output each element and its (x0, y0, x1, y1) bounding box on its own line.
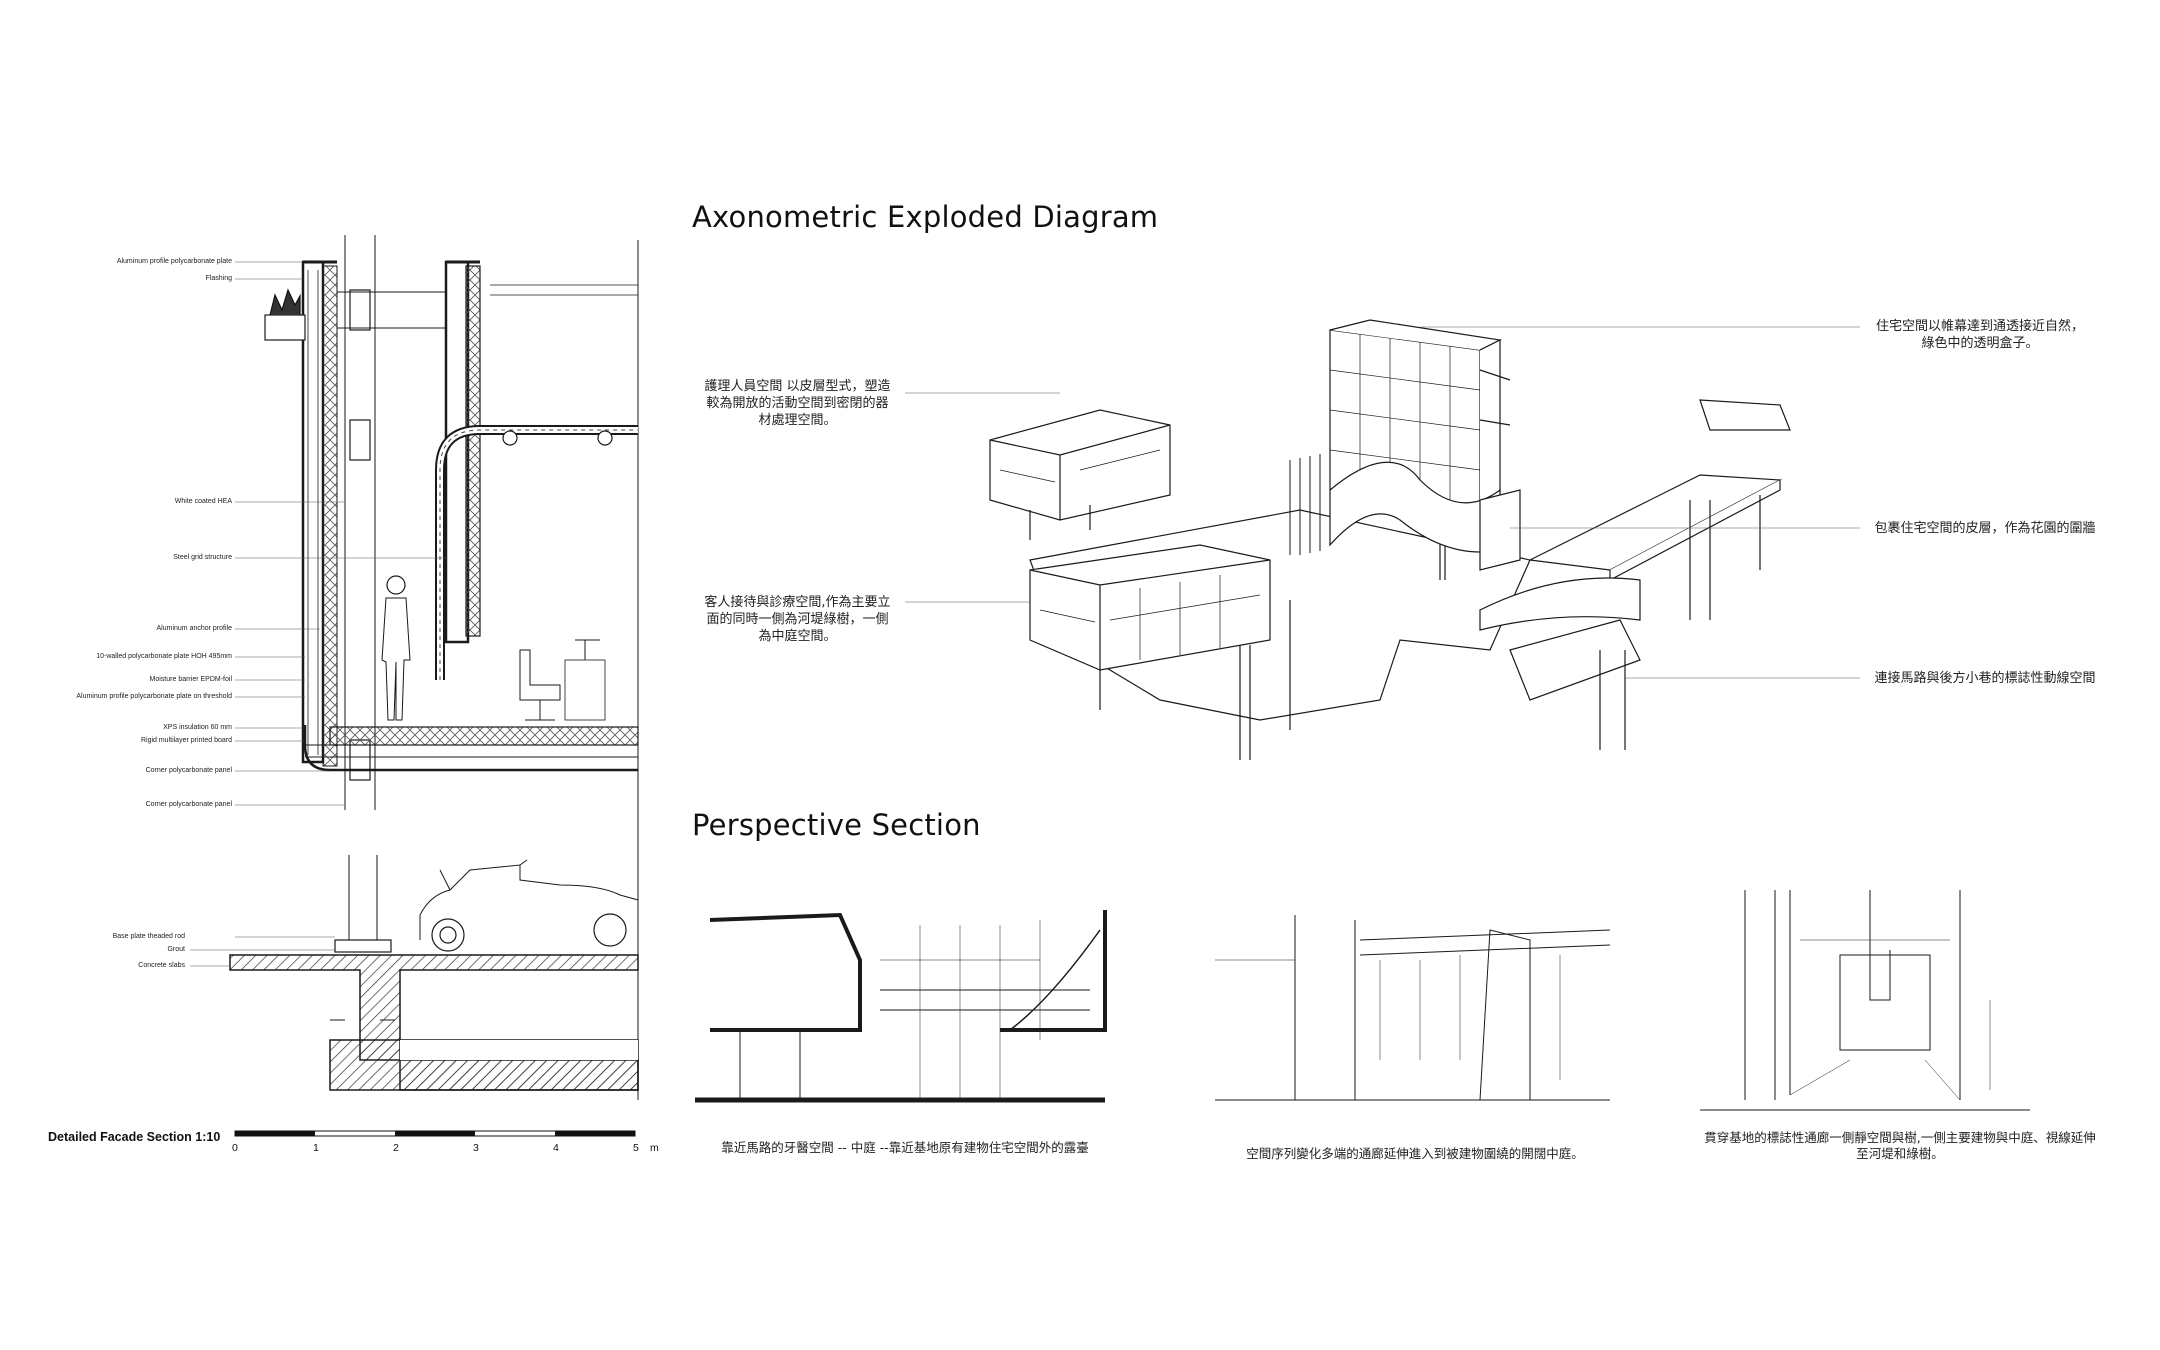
annotation-skin: 包裹住宅空間的皮層，作為花園的圍牆 (1874, 521, 2096, 536)
perspective-section-1 (695, 910, 1107, 1103)
facade-label: XPS insulation 60 mm (163, 724, 232, 731)
facade-label: Aluminum profile polycarbonate plate on … (76, 693, 232, 700)
facade-label: White coated HEA (174, 498, 232, 505)
perspective-section-2 (1215, 915, 1611, 1101)
scale-tick: 5 (633, 1142, 639, 1154)
scale-tick: 0 (232, 1142, 238, 1154)
facade-label: Aluminum profile polycarbonate plate (116, 258, 232, 265)
facade-label: Flashing (205, 275, 232, 282)
facade-label: Grout (167, 946, 185, 953)
scale-bar (234, 1130, 636, 1137)
perspective-title: Perspective Section (692, 808, 981, 842)
annotation-residence: 住宅空間以帷幕達到通透接近自然， 綠色中的透明盒子。 (1875, 319, 2084, 351)
annotation-nursing: 護理人員空間 以皮層型式，塑造 較為開放的活動空間到密閉的器 材處理空間。 (704, 379, 891, 428)
scale-unit: m (650, 1142, 659, 1154)
facade-label: Steel grid structure (173, 554, 232, 561)
facade-label: 10-walled polycarbonate plate HOH 495mm (96, 653, 232, 660)
annotation-reception: 客人接待與診療空間,作為主要立 面的同時一側為河堤綠樹，一側 為中庭空間。 (704, 595, 891, 644)
scale-tick: 4 (553, 1142, 559, 1154)
facade-section-title: Detailed Facade Section 1:10 (48, 1130, 221, 1144)
facade-label: Corner polycarbonate panel (145, 801, 232, 808)
facade-label: Corner polycarbonate panel (145, 767, 232, 774)
caption-section-1: 靠近馬路的牙醫空間 -- 中庭 --靠近基地原有建物住宅空間外的露臺 (721, 1140, 1089, 1155)
facade-section-drawing (190, 235, 639, 1100)
facade-label: Moisture barrier EPDM-foil (149, 676, 232, 683)
facade-label: Base plate theaded rod (112, 933, 185, 940)
annotation-corridor: 連接馬路與後方小巷的標誌性動線空間 (1874, 671, 2096, 686)
facade-label: Rigid multilayer printed board (140, 737, 232, 744)
facade-label: Aluminum anchor profile (156, 625, 232, 632)
scale-tick: 1 (313, 1142, 319, 1154)
axonometric-drawing (905, 319, 1860, 760)
caption-section-3: 貫穿基地的標誌性通廊一側靜空間與樹,一側主要建物與中庭、視線延伸 至河堤和綠樹。 (1704, 1130, 2096, 1161)
scale-tick: 2 (393, 1142, 399, 1154)
facade-label: Concrete slabs (138, 962, 185, 969)
caption-section-2: 空間序列變化多端的通廊延伸進入到被建物圍繞的開闊中庭。 (1246, 1146, 1584, 1161)
perspective-section-3 (1700, 890, 2030, 1111)
scale-tick: 3 (473, 1142, 479, 1154)
exploded-title: Axonometric Exploded Diagram (692, 200, 1159, 234)
